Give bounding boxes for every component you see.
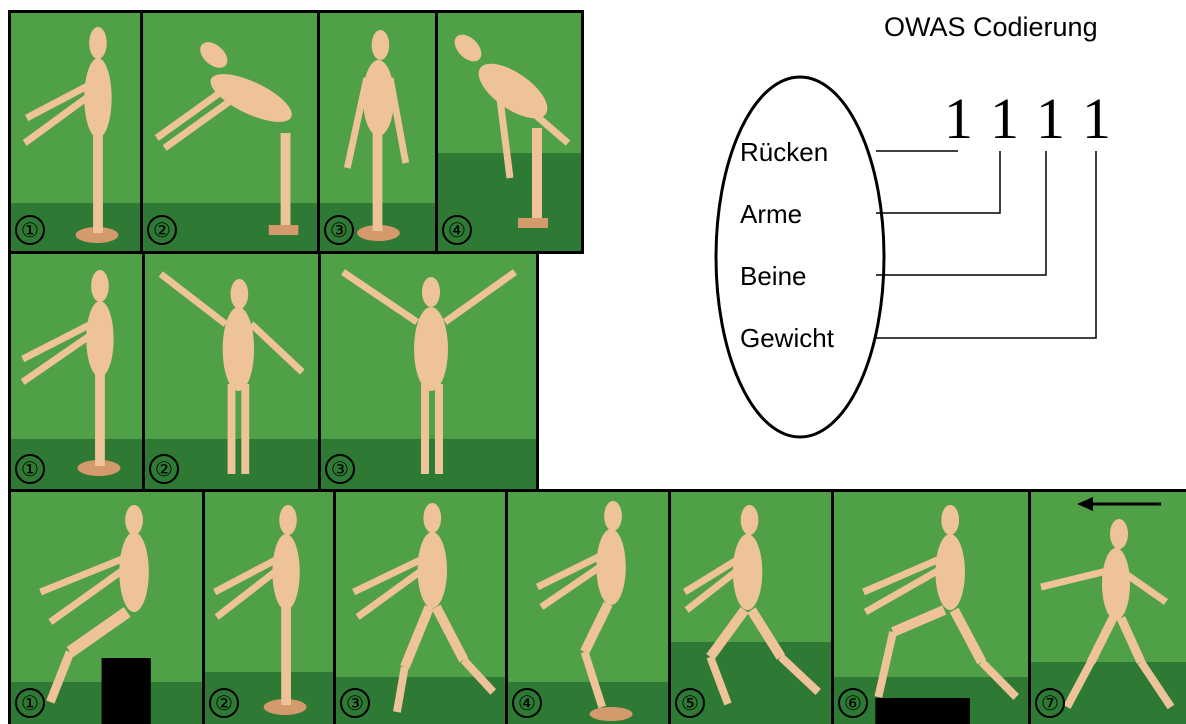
arm-posture-1-number: ① bbox=[15, 454, 45, 484]
leg-posture-6-number: ⑥ bbox=[838, 688, 868, 718]
code-digit-arms: 1 bbox=[990, 90, 1019, 148]
back-posture-2-number: ② bbox=[147, 215, 177, 245]
arm-posture-2[interactable]: ② bbox=[145, 254, 321, 490]
code-digit-legs: 1 bbox=[1036, 90, 1065, 148]
arm-posture-3[interactable]: ③ bbox=[321, 254, 536, 490]
leg-posture-5-number: ⑤ bbox=[675, 688, 705, 718]
back-posture-4[interactable]: ④ bbox=[438, 13, 581, 251]
leg-posture-7[interactable]: ⑦ bbox=[1031, 492, 1186, 724]
label-legs: Beine bbox=[740, 261, 807, 292]
code-digit-weight: 1 bbox=[1082, 90, 1111, 148]
leg-posture-1[interactable]: ① bbox=[11, 492, 205, 724]
leg-posture-6[interactable]: ⑥ bbox=[834, 492, 1031, 724]
arm-posture-2-number: ② bbox=[149, 454, 179, 484]
leg-postures-row: ① ② ③ bbox=[8, 489, 1186, 724]
leg-posture-3[interactable]: ③ bbox=[336, 492, 508, 724]
leg-posture-6-figure bbox=[834, 492, 1028, 724]
leg-posture-3-number: ③ bbox=[340, 688, 370, 718]
leg-posture-2-number: ② bbox=[209, 688, 239, 718]
leg-posture-5[interactable]: ⑤ bbox=[671, 492, 834, 724]
leg-posture-4[interactable]: ④ bbox=[508, 492, 671, 724]
coding-ellipse bbox=[716, 77, 884, 437]
back-posture-3[interactable]: ③ bbox=[320, 13, 438, 251]
back-posture-2[interactable]: ② bbox=[143, 13, 320, 251]
back-posture-4-number: ④ bbox=[442, 215, 472, 245]
leg-posture-1-figure bbox=[11, 492, 202, 724]
back-posture-1[interactable]: ① bbox=[11, 13, 143, 251]
leg-posture-7-number: ⑦ bbox=[1035, 688, 1065, 718]
back-posture-2-figure bbox=[143, 13, 317, 251]
label-back: Rücken bbox=[740, 137, 828, 168]
leg-posture-1-number: ① bbox=[15, 688, 45, 718]
arm-posture-3-figure bbox=[321, 254, 536, 490]
arm-posture-2-figure bbox=[145, 254, 318, 490]
code-digit-back: 1 bbox=[944, 90, 973, 148]
arm-posture-1[interactable]: ① bbox=[11, 254, 145, 490]
arm-posture-3-number: ③ bbox=[325, 454, 355, 484]
leg-posture-4-number: ④ bbox=[512, 688, 542, 718]
leg-posture-2[interactable]: ② bbox=[205, 492, 336, 724]
back-postures-row: ① ② ③ bbox=[8, 10, 584, 254]
back-posture-1-number: ① bbox=[15, 215, 45, 245]
back-posture-3-number: ③ bbox=[324, 215, 354, 245]
coding-title: OWAS Codierung bbox=[884, 12, 1098, 43]
arm-postures-row: ① ② ③ bbox=[8, 251, 539, 493]
label-weight: Gewicht bbox=[740, 323, 834, 354]
label-arms: Arme bbox=[740, 199, 802, 230]
